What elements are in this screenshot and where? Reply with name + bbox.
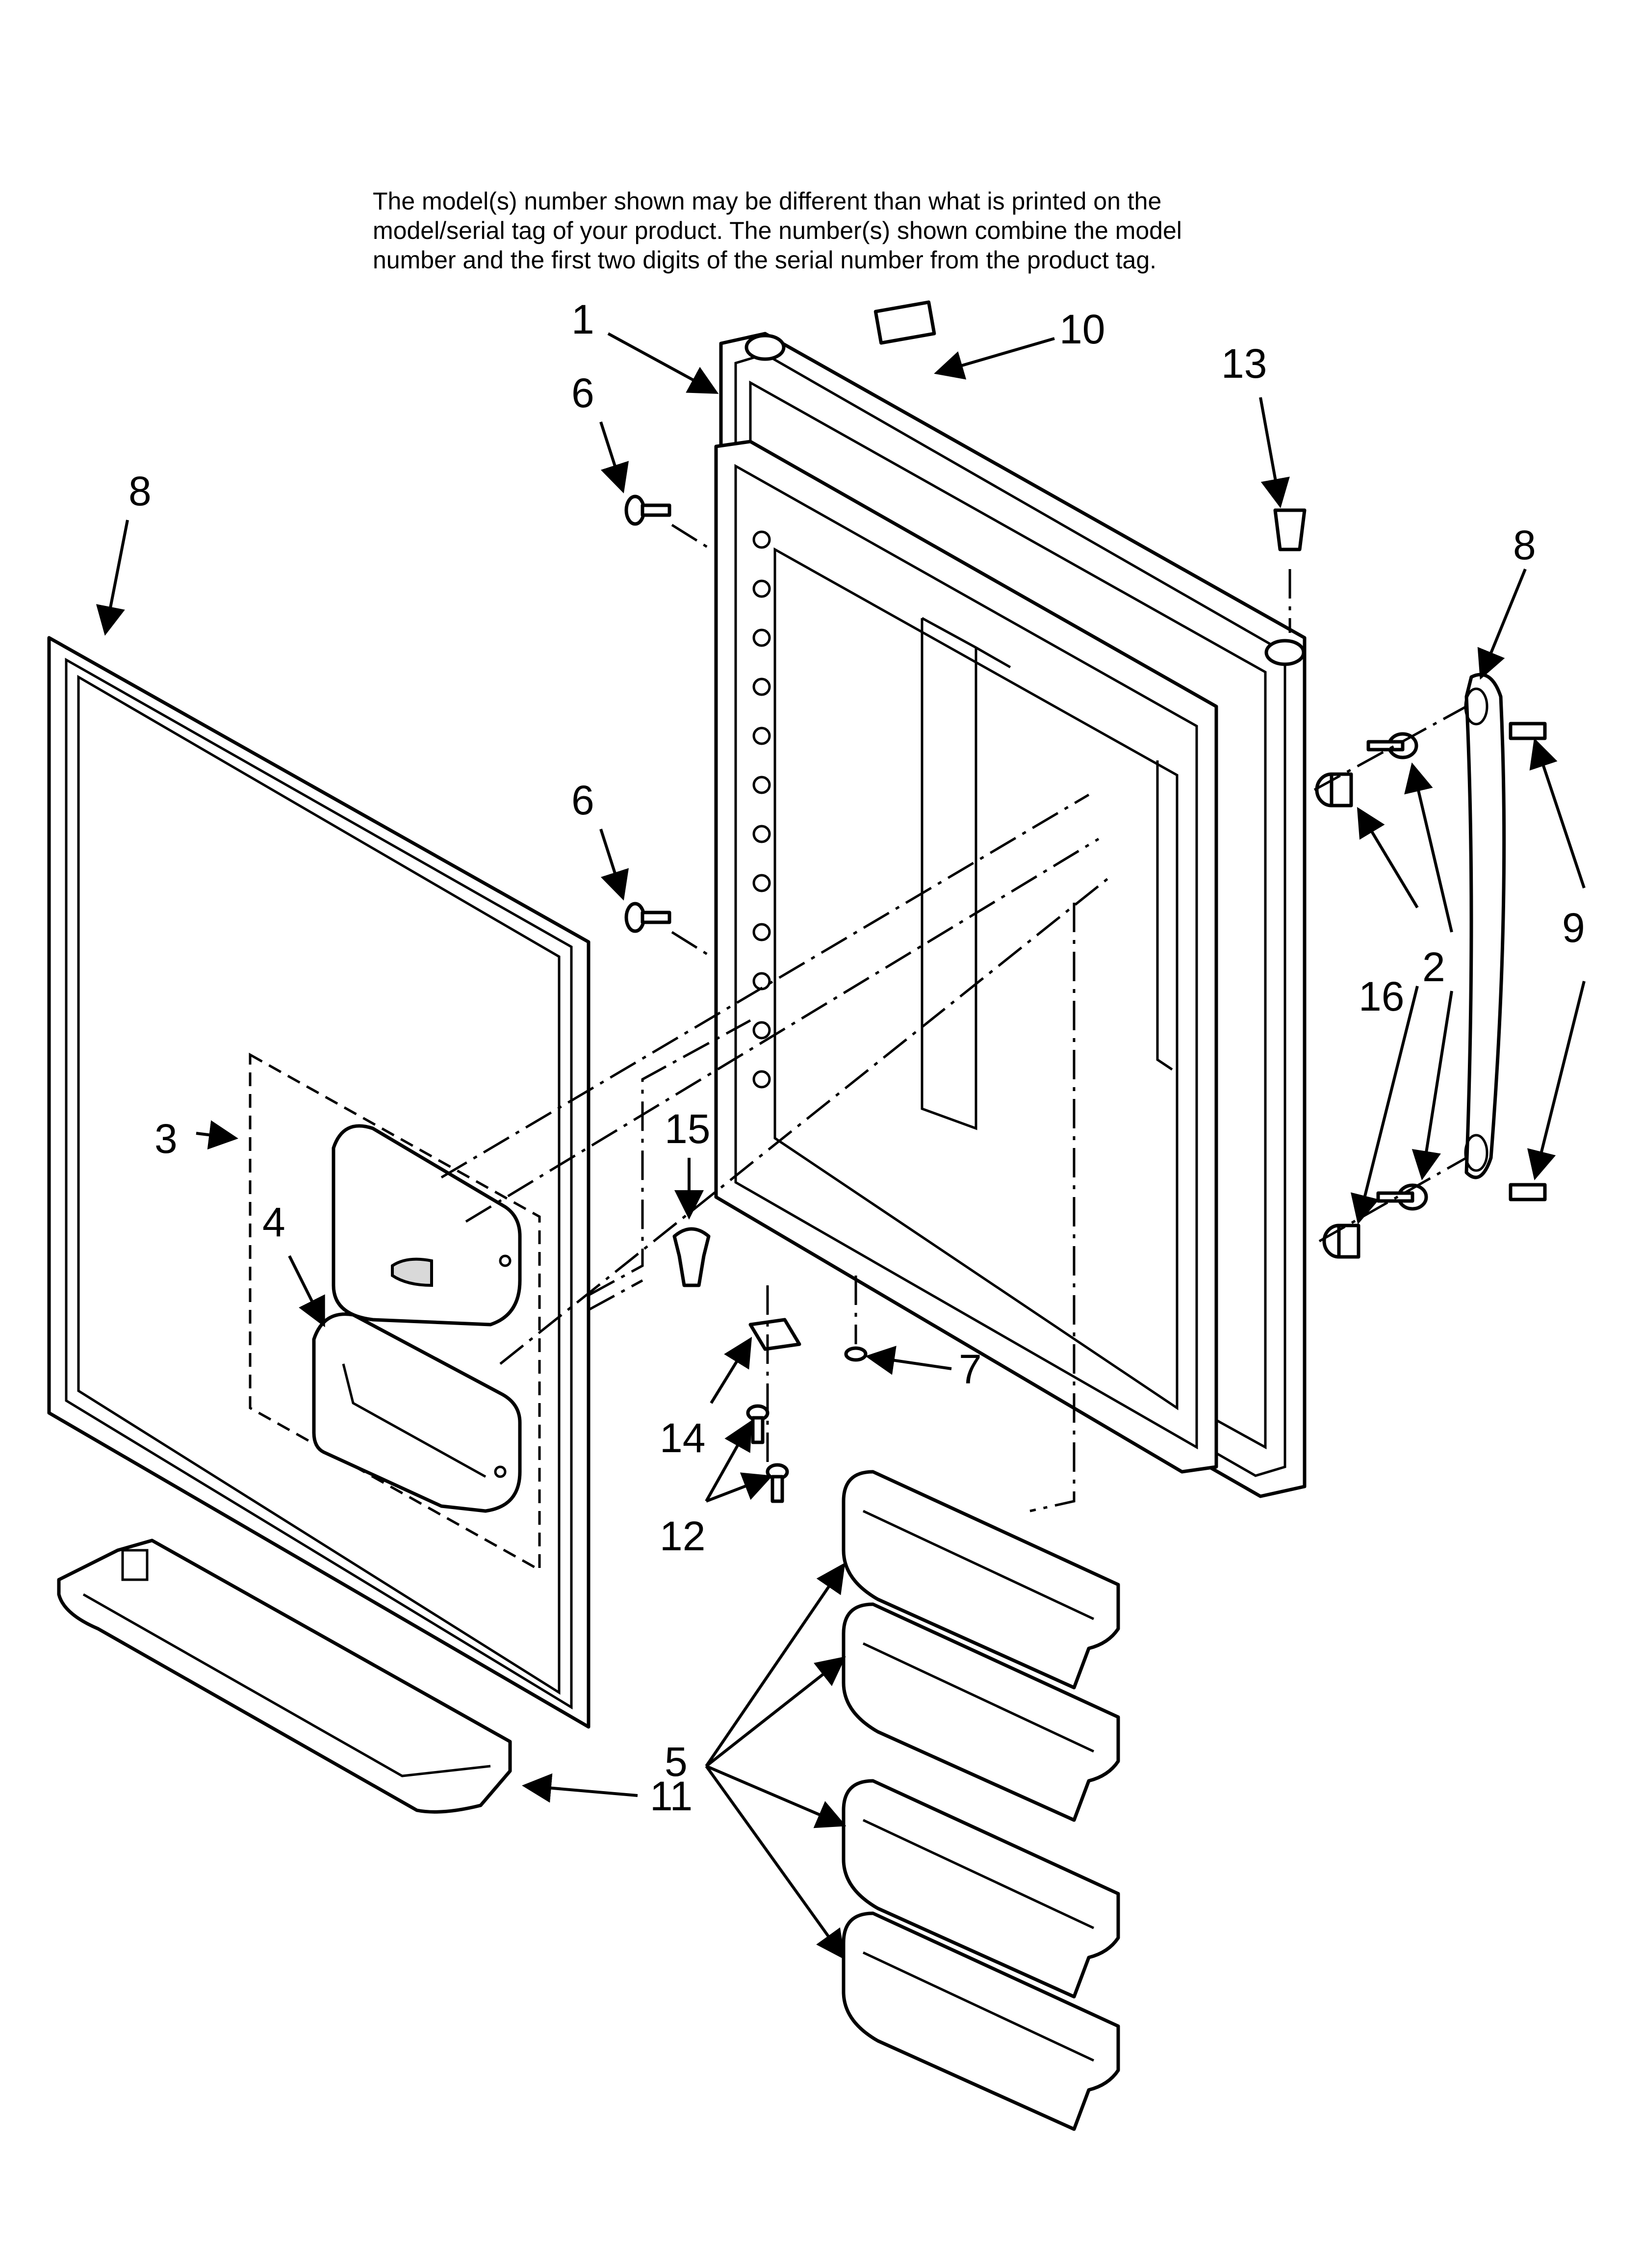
callout-leaders [96, 332, 1586, 1960]
dispenser-bin [312, 1312, 522, 1513]
callout-1: 1 [571, 296, 594, 342]
bracket-14 [748, 1318, 801, 1351]
bottom-bar [57, 1538, 512, 1814]
set-screw-9-upper [1509, 722, 1547, 740]
assembly-lines [440, 523, 1467, 1512]
callout-4: 4 [262, 1199, 285, 1245]
callout-5: 5 [665, 1739, 688, 1785]
callout-8-left: 8 [128, 468, 152, 514]
callout-12: 12 [660, 1513, 705, 1559]
callout-14: 14 [660, 1415, 705, 1461]
screw-2-lower [1376, 1183, 1428, 1211]
callout-13: 13 [1221, 340, 1267, 387]
callout-16: 16 [1359, 973, 1404, 1019]
callout-10: 10 [1059, 306, 1105, 352]
bumper-16-upper [1315, 772, 1353, 808]
callout-3: 3 [154, 1116, 178, 1162]
callout-9: 9 [1562, 905, 1585, 951]
screw-6-lower [624, 902, 671, 933]
door-handle [1464, 673, 1506, 1179]
hinge-bushing [1273, 508, 1307, 551]
callout-8-right: 8 [1513, 522, 1536, 568]
callout-2: 2 [1422, 944, 1445, 990]
clip-15 [672, 1227, 711, 1287]
plug-7 [844, 1346, 868, 1362]
screw-2-upper [1366, 732, 1418, 759]
screw-6-upper [624, 495, 671, 526]
callout-11: 11 [650, 1773, 693, 1819]
callout-6-upper: 6 [571, 370, 594, 416]
notice-line-3: number and the first two digits of the s… [373, 246, 1157, 274]
dispenser-housing [249, 1052, 541, 1572]
callout-labels: 1 10 13 6 6 8 8 9 16 2 3 4 15 7 14 12 5 … [128, 296, 1585, 1819]
door-liner [714, 332, 1307, 1498]
callout-6-lower: 6 [571, 777, 594, 823]
notice-line-2: model/serial tag of your product. The nu… [373, 217, 1182, 244]
door-bins [842, 1470, 1120, 2131]
callout-15: 15 [665, 1106, 710, 1152]
callout-7: 7 [959, 1346, 982, 1392]
model-number-notice: The model(s) number shown may be differe… [373, 186, 1550, 275]
bumper-16-lower [1322, 1224, 1360, 1259]
shelf-support-bosses [752, 530, 771, 1089]
screw-12-lower [766, 1463, 789, 1503]
label-tag [873, 300, 936, 345]
set-screw-9-lower [1509, 1183, 1547, 1201]
notice-line-1: The model(s) number shown may be differe… [373, 187, 1162, 215]
